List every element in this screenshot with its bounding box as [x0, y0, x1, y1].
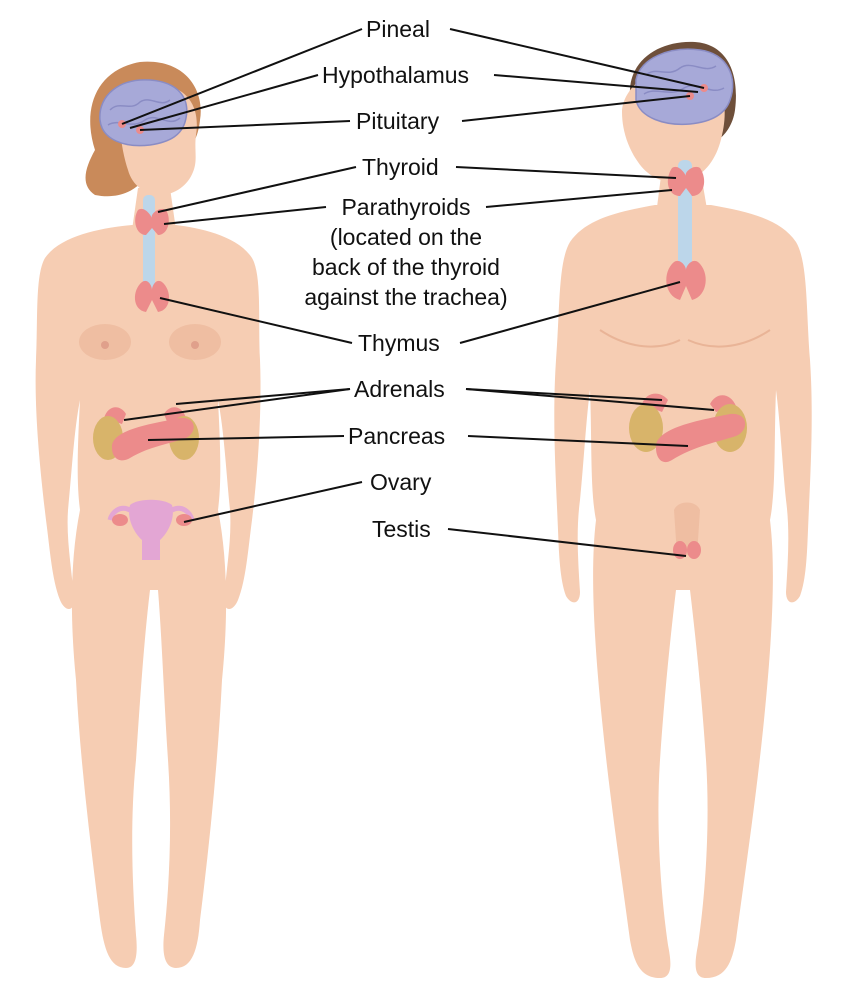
female-thymus	[134, 280, 170, 312]
leader-thyroid-male	[455, 166, 677, 179]
leader-thymus-male	[459, 281, 681, 344]
female-figure	[35, 61, 261, 968]
leader-thyroid-female	[157, 166, 357, 213]
label-parathyroids-note-3: against the trachea)	[304, 284, 508, 310]
male-body	[554, 205, 812, 978]
male-testis-right	[687, 541, 701, 559]
label-thyroid: Thyroid	[362, 154, 439, 180]
label-ovary: Ovary	[370, 469, 432, 495]
leader-adrenals-female-b	[175, 388, 351, 405]
label-parathyroids-block: Parathyroids (located on the back of the…	[288, 192, 524, 312]
female-brain	[99, 79, 188, 147]
label-parathyroids-note-1: (located on the	[329, 224, 483, 250]
label-hypothalamus: Hypothalamus	[322, 62, 470, 88]
leader-pancreas-female	[147, 435, 345, 441]
female-nipple-left	[101, 341, 109, 349]
leader-adrenals-male-b	[465, 388, 715, 411]
female-ovary-right	[176, 514, 192, 526]
female-body	[35, 225, 261, 968]
female-trachea	[143, 195, 155, 290]
leader-adrenals-female-a	[123, 388, 351, 421]
leader-hypothalamus-male	[493, 74, 699, 93]
label-pancreas: Pancreas	[348, 423, 446, 449]
male-kidney-left	[629, 404, 663, 452]
label-pineal: Pineal	[366, 16, 430, 42]
leader-pineal-male	[449, 28, 705, 89]
male-thyroid	[667, 166, 705, 196]
leader-parathyroids-female	[163, 206, 327, 225]
male-adrenal-left	[642, 393, 668, 412]
leader-pituitary-male	[461, 95, 691, 122]
leader-testis	[447, 528, 687, 557]
label-adrenals: Adrenals	[354, 376, 445, 402]
label-testis: Testis	[372, 516, 431, 542]
female-nipple-right	[191, 341, 199, 349]
leader-pituitary-female	[139, 120, 351, 131]
male-pancreas	[655, 413, 746, 463]
female-uterus	[129, 499, 173, 560]
label-thymus: Thymus	[358, 330, 440, 356]
female-thyroid	[135, 208, 169, 235]
leader-thymus-female	[159, 297, 353, 344]
leader-pineal-female	[121, 28, 363, 125]
leader-parathyroids-male	[485, 189, 673, 208]
male-figure	[554, 41, 812, 978]
label-parathyroids: Parathyroids	[341, 194, 471, 220]
leader-lines	[121, 28, 715, 557]
male-brain	[635, 48, 734, 126]
leader-pancreas-male	[467, 435, 689, 447]
leader-ovary	[183, 481, 363, 523]
leader-hypothalamus-female	[129, 74, 319, 129]
female-ovary-left	[112, 514, 128, 526]
male-thymus	[666, 260, 706, 300]
label-parathyroids-note-2: back of the thyroid	[312, 254, 500, 280]
label-pituitary: Pituitary	[356, 108, 440, 134]
